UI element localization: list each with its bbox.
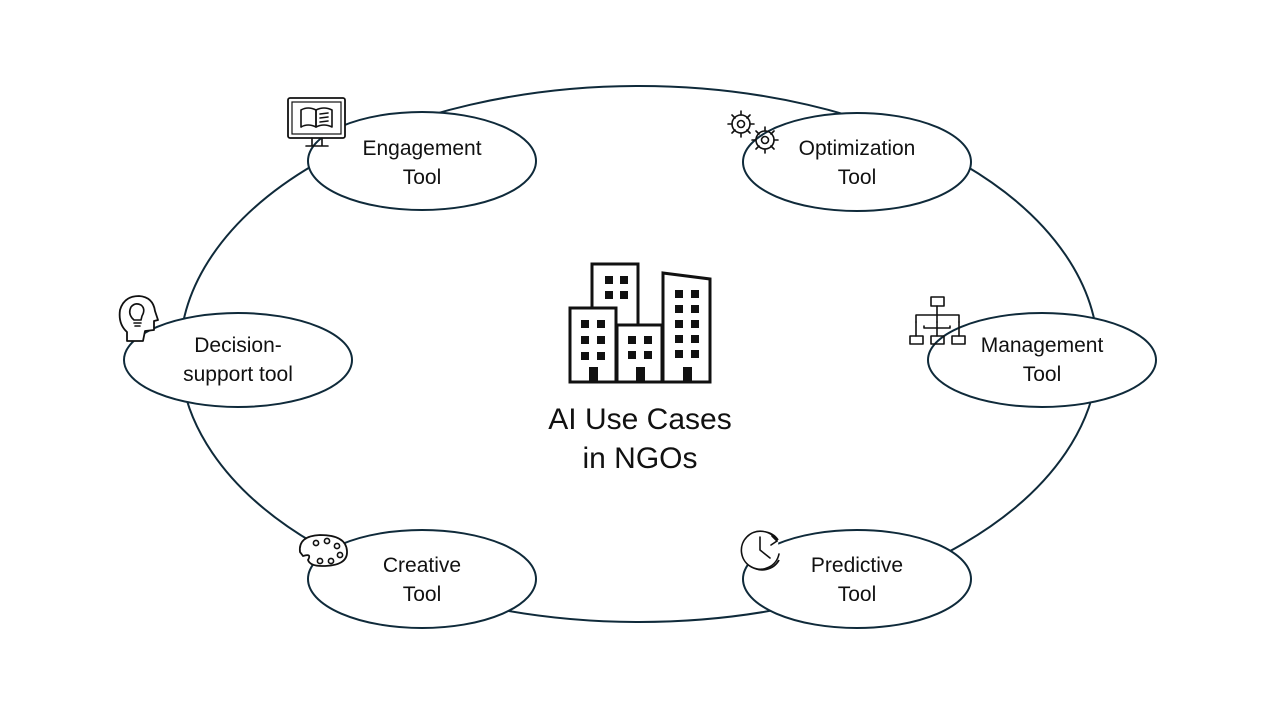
- clock-icon: [740, 530, 780, 571]
- node-decision-line1: Decision-: [194, 334, 282, 357]
- node-predictive-line1: Predictive: [811, 554, 903, 577]
- node-predictive: Predictive Tool: [742, 529, 972, 629]
- node-management-line2: Tool: [1023, 363, 1062, 386]
- node-decision-line2: support tool: [183, 363, 293, 386]
- monitor-book-icon: [287, 97, 346, 147]
- office-buildings-icon: [568, 262, 712, 384]
- node-optimization: Optimization Tool: [742, 112, 972, 212]
- node-engagement-line2: Tool: [403, 166, 442, 189]
- center-title-line2: in NGOs: [582, 442, 697, 475]
- node-creative-line1: Creative: [383, 554, 461, 577]
- node-decision-support: Decision- support tool: [123, 312, 353, 408]
- head-lightbulb-icon: [118, 295, 159, 342]
- node-predictive-line2: Tool: [838, 583, 877, 606]
- node-creative: Creative Tool: [307, 529, 537, 629]
- center-title-line1: AI Use Cases: [548, 403, 731, 436]
- org-chart-icon: [909, 296, 966, 345]
- node-management-line1: Management: [981, 334, 1104, 357]
- node-management: Management Tool: [927, 312, 1157, 408]
- node-engagement-line1: Engagement: [362, 137, 481, 160]
- node-creative-line2: Tool: [403, 583, 442, 606]
- gears-icon: [727, 110, 779, 154]
- node-optimization-line1: Optimization: [799, 137, 916, 160]
- node-optimization-line2: Tool: [838, 166, 877, 189]
- paint-palette-icon: [298, 534, 348, 567]
- node-engagement: Engagement Tool: [307, 111, 537, 211]
